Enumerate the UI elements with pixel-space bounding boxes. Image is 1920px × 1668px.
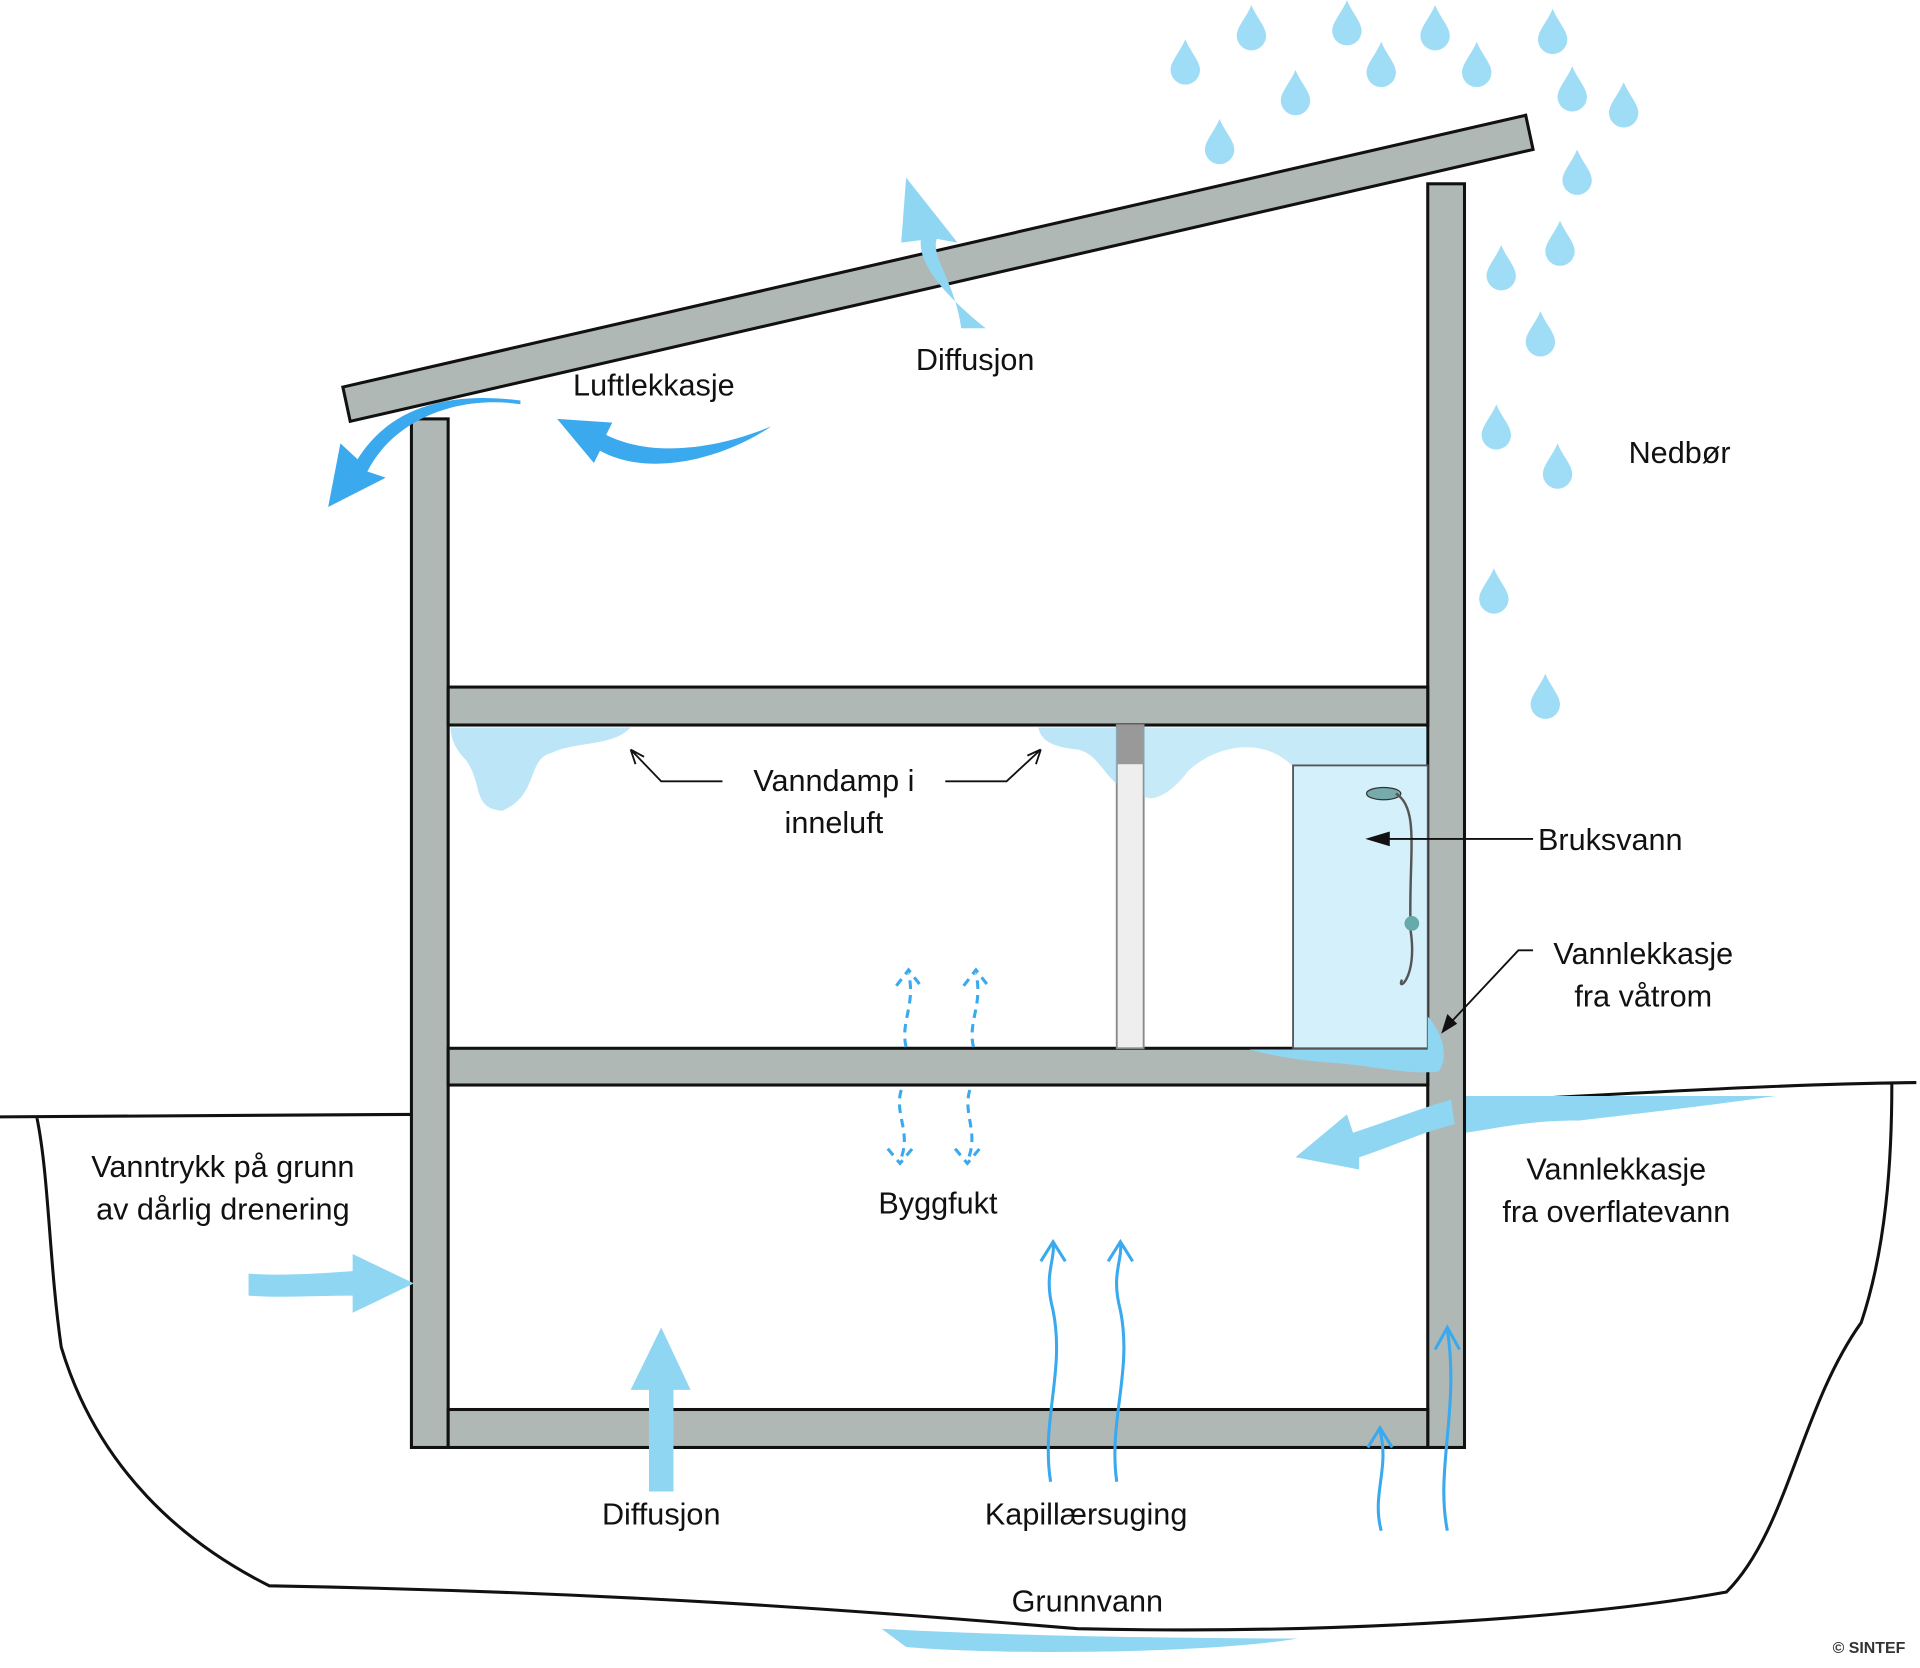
label-tap-water: Bruksvann xyxy=(1538,823,1683,857)
label-surface-leak-1: Vannlekkasje xyxy=(1526,1152,1706,1186)
raindrops xyxy=(1170,0,1639,719)
vapor-cloud-bath xyxy=(1143,727,1427,799)
diffusion-roof-arrow xyxy=(901,177,986,329)
air-leak-arrow-outer xyxy=(328,398,521,508)
partition-wall xyxy=(1115,724,1145,1050)
leader-lines xyxy=(629,748,1534,1034)
label-building-moisture: Byggfukt xyxy=(878,1187,998,1221)
right-wall xyxy=(1426,182,1467,1449)
groundwater xyxy=(881,1628,1298,1652)
surface-water xyxy=(1465,1096,1776,1133)
label-wetroom-leak-1: Vannlekkasje xyxy=(1553,937,1733,971)
label-precipitation: Nedbør xyxy=(1629,436,1731,470)
floor-upper xyxy=(446,685,1430,727)
label-water-pressure-2: av dårlig drenering xyxy=(96,1193,350,1227)
label-water-pressure-1: Vanntrykk på grunn xyxy=(91,1150,354,1184)
copyright: © SINTEF xyxy=(1833,1640,1906,1657)
vapor-cloud-left xyxy=(450,727,631,811)
floor-middle xyxy=(446,1046,1430,1087)
water-pressure-arrow xyxy=(248,1254,414,1313)
leak-water xyxy=(1248,1016,1444,1073)
label-vapor-2: inneluft xyxy=(785,806,884,840)
partition-wall-top xyxy=(1116,725,1144,765)
building-moisture-arrows xyxy=(886,967,990,1166)
capillary-arrows xyxy=(1039,1238,1461,1532)
shower-head-icon xyxy=(1365,786,1402,801)
label-diffusion-ground: Diffusjon xyxy=(602,1498,721,1532)
floor-slab xyxy=(446,1407,1430,1450)
vapor-cloud-mid xyxy=(1038,727,1117,784)
label-wetroom-leak-2: fra våtrom xyxy=(1574,980,1712,1014)
label-capillary: Kapillærsuging xyxy=(985,1498,1187,1532)
label-surface-leak-2: fra overflatevann xyxy=(1502,1195,1730,1229)
shower-valve xyxy=(1404,916,1420,931)
label-diffusion-roof: Diffusjon xyxy=(916,343,1035,377)
diffusion-ground-arrow xyxy=(630,1327,691,1492)
shower-cabin xyxy=(1292,764,1429,1050)
label-groundwater: Grunnvann xyxy=(1012,1585,1163,1619)
label-air-leakage: Luftlekkasje xyxy=(573,369,735,403)
label-vapor-1: Vanndamp i xyxy=(753,764,914,798)
left-wall xyxy=(409,417,450,1449)
surface-leak-arrow xyxy=(1295,1099,1455,1170)
air-leak-arrow-inner xyxy=(557,418,772,464)
